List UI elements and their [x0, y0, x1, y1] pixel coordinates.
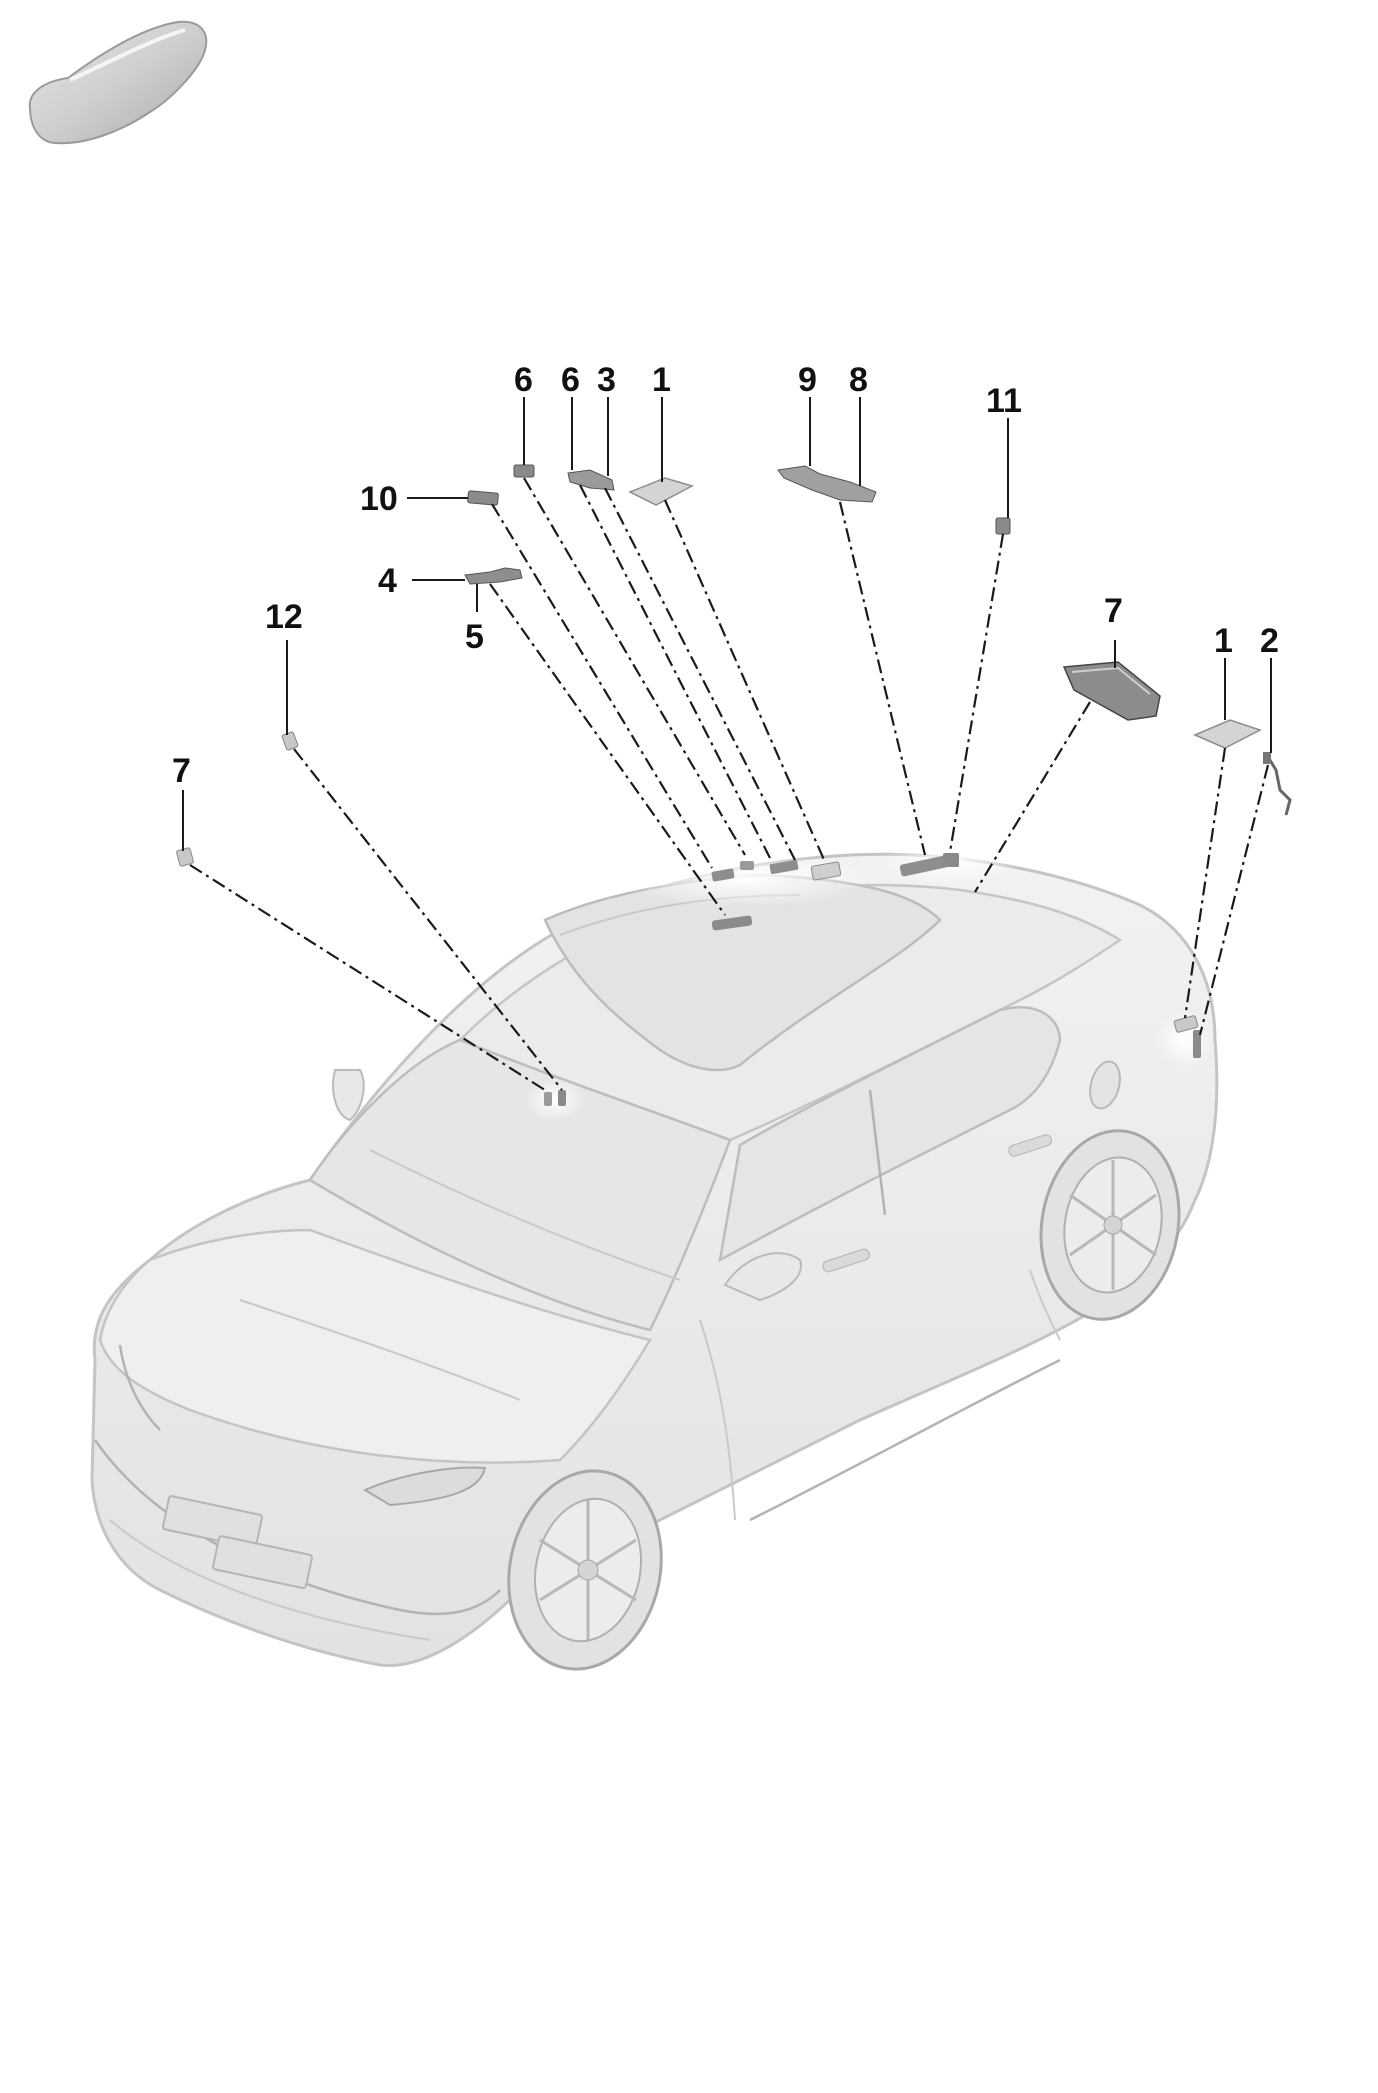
vehicle-thumbnail-icon	[28, 20, 208, 145]
callout-1b: 1	[1214, 622, 1233, 660]
callout-labels: 6 6 3 1 9 8 11 10 4 5 12 7 7 1 2	[172, 361, 1279, 790]
part-10	[467, 490, 499, 506]
callout-leaders	[182, 397, 1272, 851]
callout-4: 4	[378, 562, 397, 600]
vehicle-illustration	[90, 840, 1219, 1671]
installed-parts	[544, 853, 1201, 1106]
part-4-5	[464, 567, 523, 585]
callout-9: 9	[798, 361, 817, 399]
callout-3: 3	[597, 361, 616, 399]
part-12	[281, 731, 299, 751]
part-7a	[176, 847, 194, 867]
callout-2: 2	[1260, 622, 1279, 660]
callout-6b: 6	[561, 361, 580, 399]
callout-6a: 6	[514, 361, 533, 399]
part-7b	[1062, 661, 1161, 721]
callout-7a: 7	[172, 752, 191, 790]
callout-10: 10	[360, 480, 398, 518]
part-6b-3	[567, 469, 615, 491]
part-2	[1266, 756, 1292, 816]
part-9-8	[777, 465, 877, 503]
callout-5: 5	[465, 618, 484, 656]
part-1a	[628, 477, 694, 506]
callout-12: 12	[265, 598, 303, 636]
exploded-parts	[176, 464, 1292, 867]
callout-7b: 7	[1104, 592, 1123, 630]
rear-wheel	[1039, 1129, 1181, 1321]
callout-1a: 1	[652, 361, 671, 399]
part-6a	[513, 464, 535, 478]
front-wheel	[507, 1469, 663, 1671]
part-1b	[1193, 719, 1262, 749]
assembly-lines	[189, 477, 1270, 1093]
part-11	[995, 517, 1011, 535]
callout-11: 11	[986, 382, 1022, 420]
callout-8: 8	[849, 361, 868, 399]
